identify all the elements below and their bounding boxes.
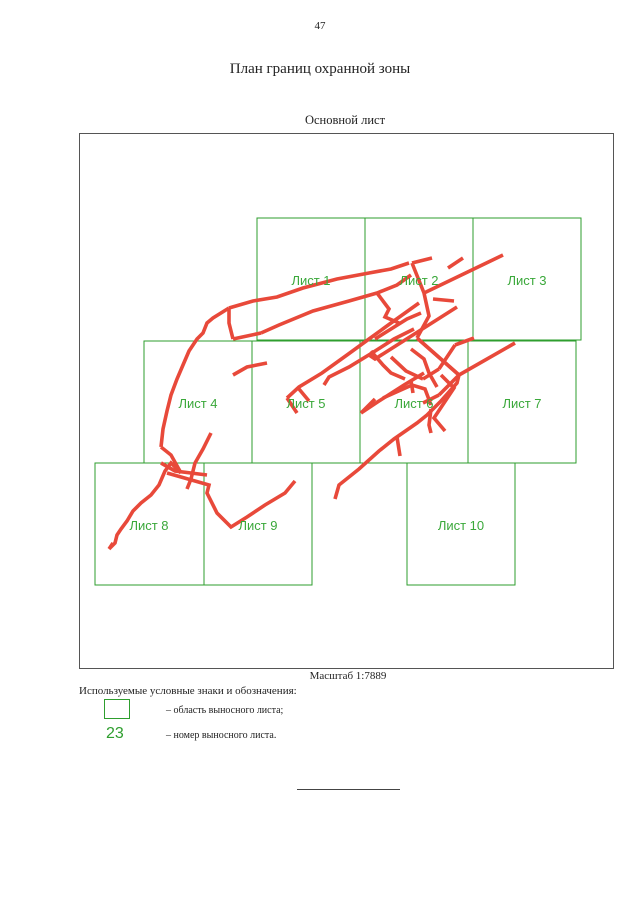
sheet-label-7: Лист 7	[502, 396, 541, 411]
scale-label: Масштаб 1:7889	[309, 670, 387, 682]
sheet-label-1: Лист 1	[291, 273, 330, 288]
sheet-label-4: Лист 4	[178, 396, 217, 411]
legend-title: Используемые условные знаки и обозначени…	[79, 685, 297, 697]
legend-item-sheet-area: – область выносного листа;	[166, 705, 284, 716]
sheet-label-3: Лист 3	[507, 273, 546, 288]
legend-sheet-area-symbol	[104, 699, 130, 719]
sheet-label-2: Лист 2	[399, 273, 438, 288]
sheet-area-7[interactable]	[467, 340, 577, 464]
signature-line	[297, 789, 400, 790]
page-title: План границ охранной зоны	[229, 61, 411, 77]
sheet-area-9[interactable]	[203, 462, 313, 586]
page-number: 47	[314, 20, 326, 32]
sheet-area-3[interactable]	[472, 217, 582, 341]
sheet-label-9: Лист 9	[238, 518, 277, 533]
sheet-label-6: Лист 6	[394, 396, 433, 411]
map-frame: Лист 1 Лист 2 Лист 3 Лист 4 Лист 5 Лист …	[79, 133, 614, 669]
legend-sheet-number-symbol: 23	[106, 725, 124, 742]
sheet-label: Основной лист	[304, 113, 386, 127]
sheet-label-8: Лист 8	[129, 518, 168, 533]
sheet-label-10: Лист 10	[438, 518, 484, 533]
sheet-label-5: Лист 5	[286, 396, 325, 411]
sheet-area-10[interactable]	[406, 462, 516, 586]
map-drawing: Лист 1 Лист 2 Лист 3 Лист 4 Лист 5 Лист …	[94, 217, 582, 586]
legend-item-sheet-number: – номер выносного листа.	[166, 730, 277, 741]
